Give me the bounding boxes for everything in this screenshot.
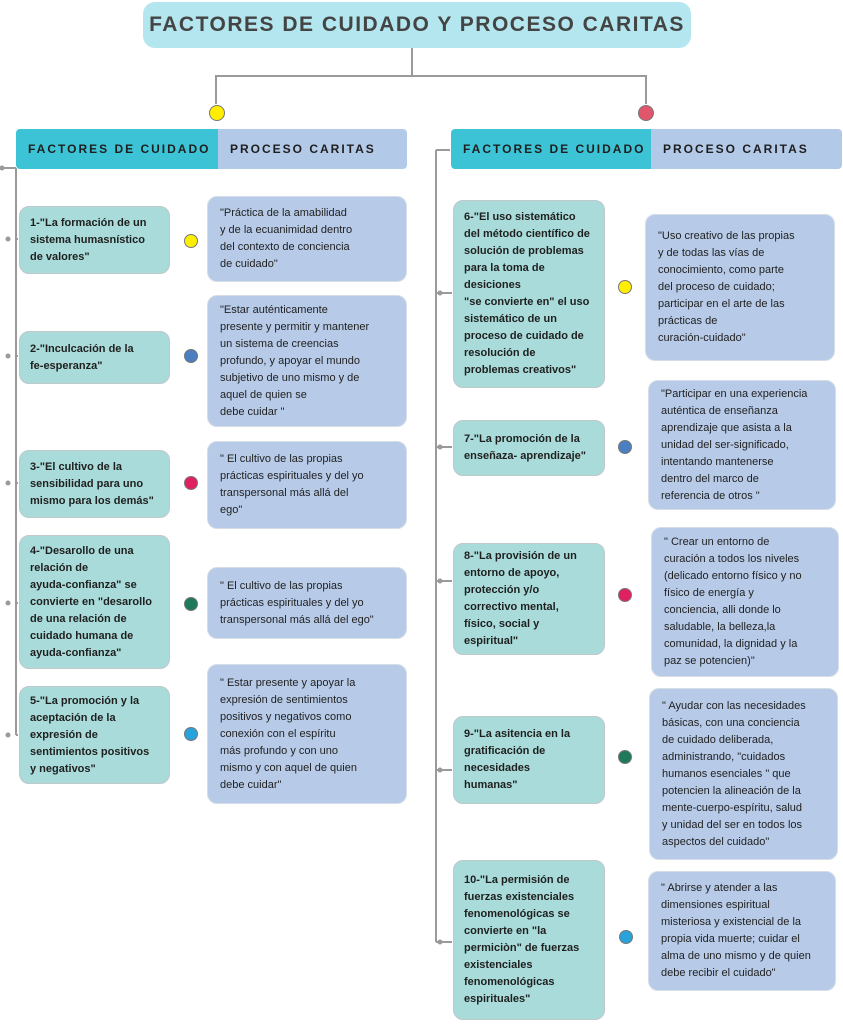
factor-4-dot [184, 597, 198, 611]
factor-6-text: 6-"El uso sistemático del método científ… [464, 211, 590, 376]
factor-4-text: 4-"Desarollo de una relación de ayuda-co… [30, 544, 152, 659]
factor-3-dot [184, 476, 198, 490]
caritas-5-box: " Estar presente y apoyar la expresión d… [207, 664, 407, 804]
factor-7-box: 7-"La promoción de la enseñaza- aprendiz… [453, 420, 605, 476]
factor-2-text: 2-"Inculcación de la fe-esperanza" [30, 342, 134, 372]
factor-5-text: 5-"La promoción y la aceptación de la ex… [30, 694, 150, 775]
left-header-factores: FACTORES DE CUIDADO [16, 129, 218, 169]
diagram-title: FACTORES DE CUIDADO Y PROCESO CARITAS [143, 2, 691, 48]
right-header-caritas: PROCESO CARITAS [651, 129, 842, 169]
right-branch-dot [638, 105, 654, 121]
factor-7-dot [618, 440, 632, 454]
caritas-3-box: " El cultivo de las propias prácticas es… [207, 441, 407, 529]
right-header: FACTORES DE CUIDADO PROCESO CARITAS [451, 129, 842, 169]
left-header: FACTORES DE CUIDADO PROCESO CARITAS [16, 129, 407, 169]
factor-9-dot [618, 750, 632, 764]
caritas-6-text: "Uso creativo de las propias y de todas … [658, 230, 795, 344]
caritas-9-box: " Ayudar con las necesidades básicas, co… [649, 688, 838, 860]
caritas-10-box: " Abrirse y atender a las dimensiones es… [648, 871, 836, 991]
caritas-5-text: " Estar presente y apoyar la expresión d… [220, 676, 357, 791]
caritas-2-text: "Estar auténticamente presente y permiti… [220, 303, 370, 418]
caritas-9-text: " Ayudar con las necesidades básicas, co… [662, 699, 806, 848]
factor-6-dot [618, 280, 632, 294]
factor-8-box: 8-"La provisión de un entorno de apoyo, … [453, 543, 605, 655]
factor-3-text: 3-"El cultivo de la sensibilidad para un… [30, 460, 154, 507]
factor-3-box: 3-"El cultivo de la sensibilidad para un… [19, 450, 170, 518]
caritas-4-text: " El cultivo de las propias prácticas es… [220, 579, 374, 626]
caritas-1-text: "Práctica de la amabilidad y de la ecuan… [220, 207, 353, 270]
factor-10-box: 10-"La permisión de fuerzas existenciale… [453, 860, 605, 1020]
caritas-7-text: "Participar en una experiencia auténtica… [661, 387, 808, 502]
left-branch-dot [209, 105, 225, 121]
factor-4-box: 4-"Desarollo de una relación de ayuda-co… [19, 535, 170, 669]
factor-5-box: 5-"La promoción y la aceptación de la ex… [19, 686, 170, 784]
caritas-1-box: "Práctica de la amabilidad y de la ecuan… [207, 196, 407, 282]
caritas-8-text: " Crear un entorno de curación a todos l… [664, 536, 802, 667]
factor-8-text: 8-"La provisión de un entorno de apoyo, … [464, 550, 577, 647]
caritas-10-text: " Abrirse y atender a las dimensiones es… [661, 882, 811, 979]
factor-1-box: 1-"La formación de un sistema humasnísti… [19, 206, 170, 274]
factor-2-dot [184, 349, 198, 363]
factor-7-text: 7-"La promoción de la enseñaza- aprendiz… [464, 433, 586, 462]
caritas-3-text: " El cultivo de las propias prácticas es… [220, 453, 364, 516]
right-header-factores: FACTORES DE CUIDADO [451, 129, 651, 169]
factor-10-text: 10-"La permisión de fuerzas existenciale… [464, 874, 580, 1005]
factor-2-box: 2-"Inculcación de la fe-esperanza" [19, 331, 170, 384]
factor-10-dot [619, 930, 633, 944]
factor-8-dot [618, 588, 632, 602]
caritas-8-box: " Crear un entorno de curación a todos l… [651, 527, 839, 677]
factor-1-text: 1-"La formación de un sistema humasnísti… [30, 216, 147, 263]
factor-6-box: 6-"El uso sistemático del método científ… [453, 200, 605, 388]
factor-1-dot [184, 234, 198, 248]
caritas-7-box: "Participar en una experiencia auténtica… [648, 380, 836, 510]
factor-5-dot [184, 727, 198, 741]
caritas-4-box: " El cultivo de las propias prácticas es… [207, 567, 407, 639]
left-header-caritas: PROCESO CARITAS [218, 129, 407, 169]
caritas-2-box: "Estar auténticamente presente y permiti… [207, 295, 407, 427]
factor-9-text: 9-"La asitencia en la gratificación de n… [464, 728, 571, 791]
caritas-6-box: "Uso creativo de las propias y de todas … [645, 214, 835, 361]
factor-9-box: 9-"La asitencia en la gratificación de n… [453, 716, 605, 804]
